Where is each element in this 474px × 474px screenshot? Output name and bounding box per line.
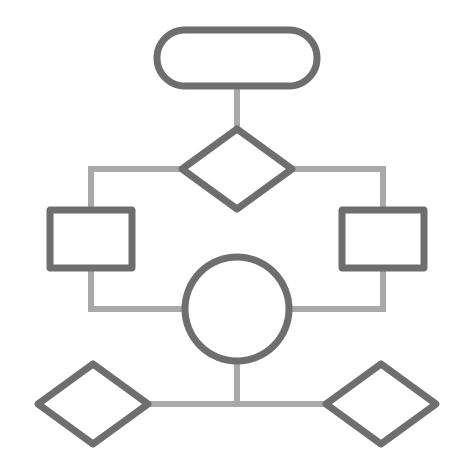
merge-circle [181, 253, 293, 365]
edge-process-right-to-merge [290, 268, 386, 312]
start-terminal-shape [153, 26, 321, 90]
process-left-box [46, 206, 136, 272]
decision-bottom-left-diamond [34, 360, 152, 448]
edge-process-left-to-merge [88, 268, 184, 312]
decision-top-diamond [178, 125, 296, 213]
decision-bottom-right-diamond [322, 360, 440, 448]
process-right-box [338, 206, 428, 272]
edge-decision-top-to-process-right [292, 166, 386, 210]
connectors [88, 88, 386, 407]
nodes [34, 26, 440, 448]
edge-decision-top-to-process-left [88, 166, 182, 210]
